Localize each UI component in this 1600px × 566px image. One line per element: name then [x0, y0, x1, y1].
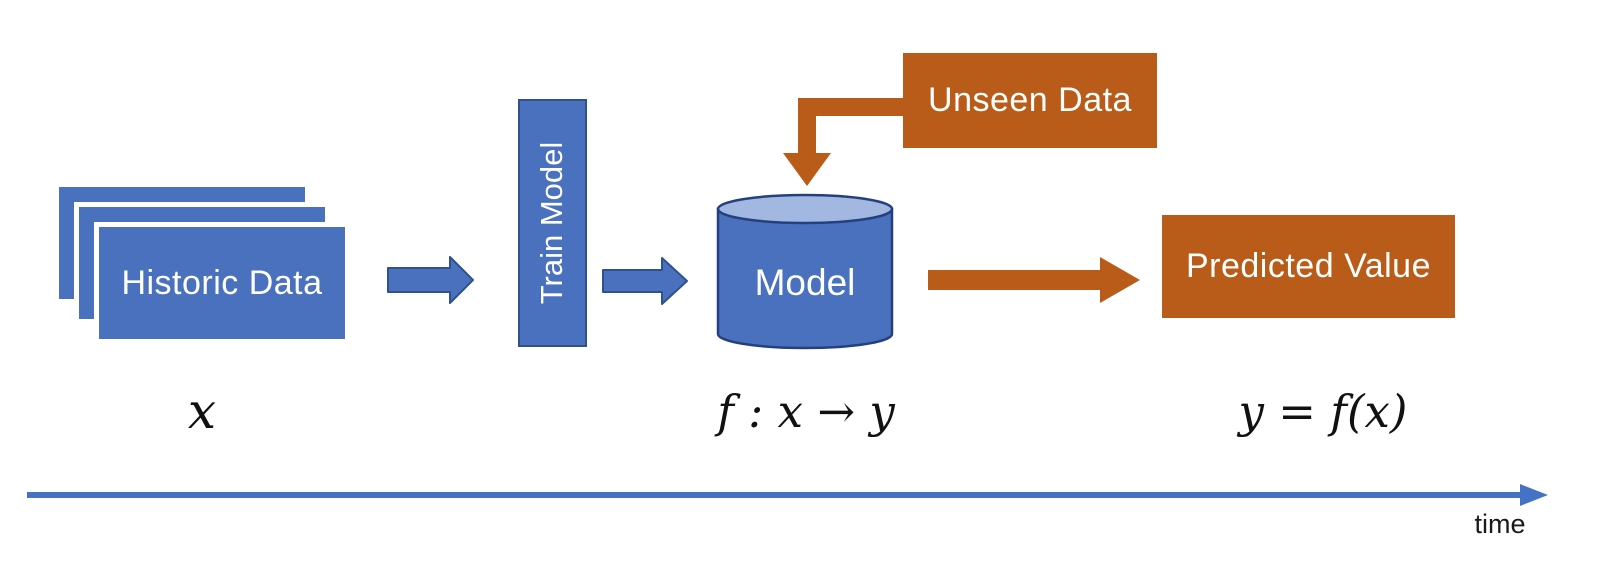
math-label-y-equals-fx: y = f(x) [1238, 384, 1408, 438]
time-axis-arrowhead-icon [1520, 484, 1548, 506]
math-label-f-x-to-y: f : x → y [717, 384, 895, 438]
model-cylinder-top [716, 193, 894, 225]
arrow-unseen-to-model-icon [783, 98, 903, 186]
arrow-model-to-predicted-icon [928, 257, 1140, 303]
time-axis-label: time [1474, 508, 1526, 539]
predicted-value-box: Predicted Value [1162, 215, 1455, 318]
train-model-bar [518, 99, 587, 347]
predicted-value-label: Predicted Value [1185, 247, 1432, 285]
train-model-label: Train Model [534, 141, 569, 305]
arrow-train-to-model-icon [602, 257, 688, 305]
historic-data-card-front: Historic Data [99, 227, 345, 339]
model-cylinder-body [716, 207, 894, 350]
arrow-historic-to-train-icon [387, 256, 474, 304]
model-label: Model [754, 262, 856, 303]
unseen-data-box: Unseen Data [903, 53, 1157, 148]
historic-data-label: Historic Data [121, 263, 323, 302]
unseen-data-label: Unseen Data [928, 81, 1132, 119]
math-label-x: x [187, 382, 217, 440]
